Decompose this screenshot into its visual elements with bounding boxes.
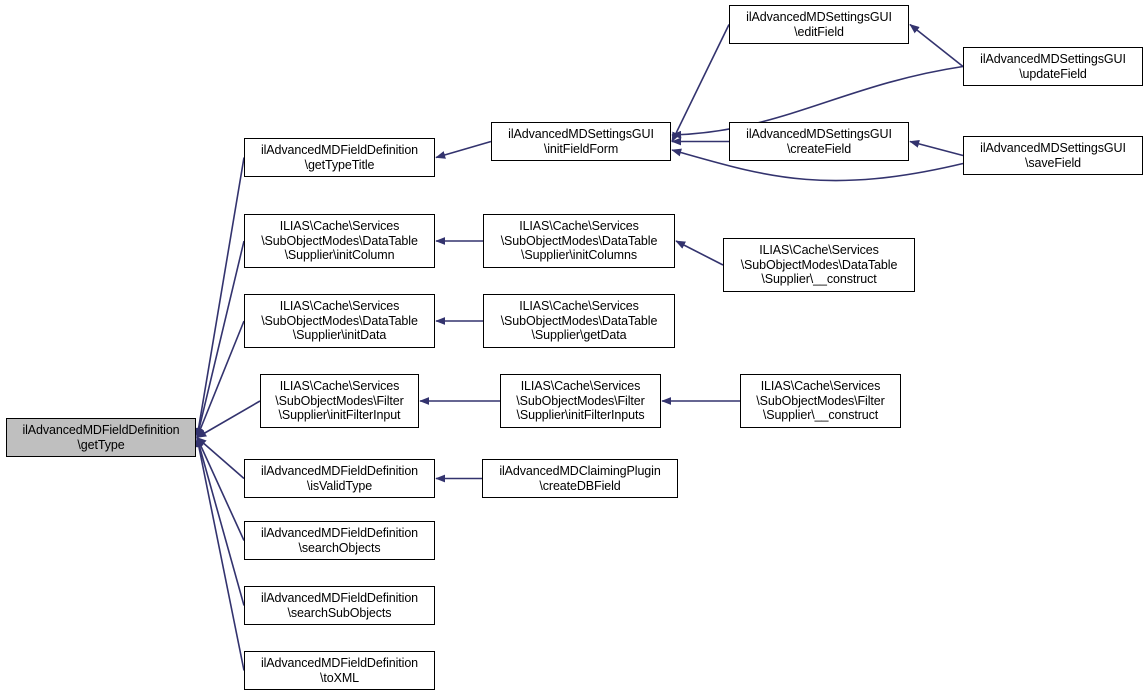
node-label: ilAdvancedMDSettingsGUI \initFieldForm (508, 126, 654, 156)
node-toXML[interactable]: ilAdvancedMDFieldDefinition \toXML (244, 651, 435, 690)
node-label: ILIAS\Cache\Services \SubObjectModes\Dat… (261, 219, 418, 263)
node-initFilterInput[interactable]: ILIAS\Cache\Services \SubObjectModes\Fil… (260, 374, 419, 428)
node-initColumns[interactable]: ILIAS\Cache\Services \SubObjectModes\Dat… (483, 214, 675, 268)
node-editField[interactable]: ilAdvancedMDSettingsGUI \editField (729, 5, 909, 44)
edge (194, 157, 245, 439)
node-label: ilAdvancedMDSettingsGUI \saveField (980, 140, 1126, 170)
node-searchSubObjects[interactable]: ilAdvancedMDFieldDefinition \searchSubOb… (244, 586, 435, 625)
edge (909, 23, 964, 68)
node-initFilterInputs[interactable]: ILIAS\Cache\Services \SubObjectModes\Fil… (500, 374, 661, 428)
node-createDBField[interactable]: ilAdvancedMDClaimingPlugin \createDBFiel… (482, 459, 678, 498)
edge (671, 24, 730, 143)
node-isValidType[interactable]: ilAdvancedMDFieldDefinition \isValidType (244, 459, 435, 498)
node-label: ilAdvancedMDFieldDefinition \toXML (260, 655, 419, 685)
node-label: ILIAS\Cache\Services \SubObjectModes\Dat… (500, 219, 658, 263)
edge (671, 148, 964, 182)
node-label: ilAdvancedMDFieldDefinition \searchObjec… (260, 525, 419, 555)
edge (435, 140, 492, 159)
edge (195, 240, 245, 439)
node-filter-construct[interactable]: ILIAS\Cache\Services \SubObjectModes\Fil… (740, 374, 901, 428)
node-label: ilAdvancedMDFieldDefinition \getType (22, 422, 180, 452)
node-getData[interactable]: ILIAS\Cache\Services \SubObjectModes\Dat… (483, 294, 675, 348)
node-label: ILIAS\Cache\Services \SubObjectModes\Fil… (275, 379, 404, 423)
node-initFieldForm[interactable]: ilAdvancedMDSettingsGUI \initFieldForm (491, 122, 671, 161)
node-label: ilAdvancedMDSettingsGUI \editField (746, 9, 892, 39)
edge (196, 436, 245, 480)
node-label: ilAdvancedMDClaimingPlugin \createDBFiel… (499, 463, 661, 493)
edge (196, 436, 245, 541)
node-initData[interactable]: ILIAS\Cache\Services \SubObjectModes\Dat… (244, 294, 435, 348)
node-label: ilAdvancedMDSettingsGUI \createField (746, 126, 892, 156)
edge (196, 320, 245, 439)
node-getType[interactable]: ilAdvancedMDFieldDefinition \getType (6, 418, 196, 457)
edge (196, 400, 261, 439)
node-label: ILIAS\Cache\Services \SubObjectModes\Fil… (516, 379, 645, 423)
node-updateField[interactable]: ilAdvancedMDSettingsGUI \updateField (963, 47, 1143, 86)
node-label: ILIAS\Cache\Services \SubObjectModes\Fil… (756, 379, 885, 423)
edge (909, 139, 964, 157)
edge (195, 436, 245, 606)
node-label: ilAdvancedMDFieldDefinition \isValidType (260, 463, 419, 493)
node-initColumn[interactable]: ILIAS\Cache\Services \SubObjectModes\Dat… (244, 214, 435, 268)
node-label: ILIAS\Cache\Services \SubObjectModes\Dat… (261, 299, 418, 343)
node-getTypeTitle[interactable]: ilAdvancedMDFieldDefinition \getTypeTitl… (244, 138, 435, 177)
edge (675, 240, 724, 266)
node-label: ilAdvancedMDFieldDefinition \getTypeTitl… (260, 142, 419, 172)
edge (194, 436, 245, 671)
node-createField[interactable]: ilAdvancedMDSettingsGUI \createField (729, 122, 909, 161)
node-label: ilAdvancedMDSettingsGUI \updateField (980, 51, 1126, 81)
node-dataTable-construct[interactable]: ILIAS\Cache\Services \SubObjectModes\Dat… (723, 238, 915, 292)
node-label: ILIAS\Cache\Services \SubObjectModes\Dat… (500, 299, 658, 343)
node-label: ILIAS\Cache\Services \SubObjectModes\Dat… (740, 243, 898, 287)
node-searchObjects[interactable]: ilAdvancedMDFieldDefinition \searchObjec… (244, 521, 435, 560)
node-saveField[interactable]: ilAdvancedMDSettingsGUI \saveField (963, 136, 1143, 175)
node-label: ilAdvancedMDFieldDefinition \searchSubOb… (260, 590, 419, 620)
edge (671, 65, 964, 139)
